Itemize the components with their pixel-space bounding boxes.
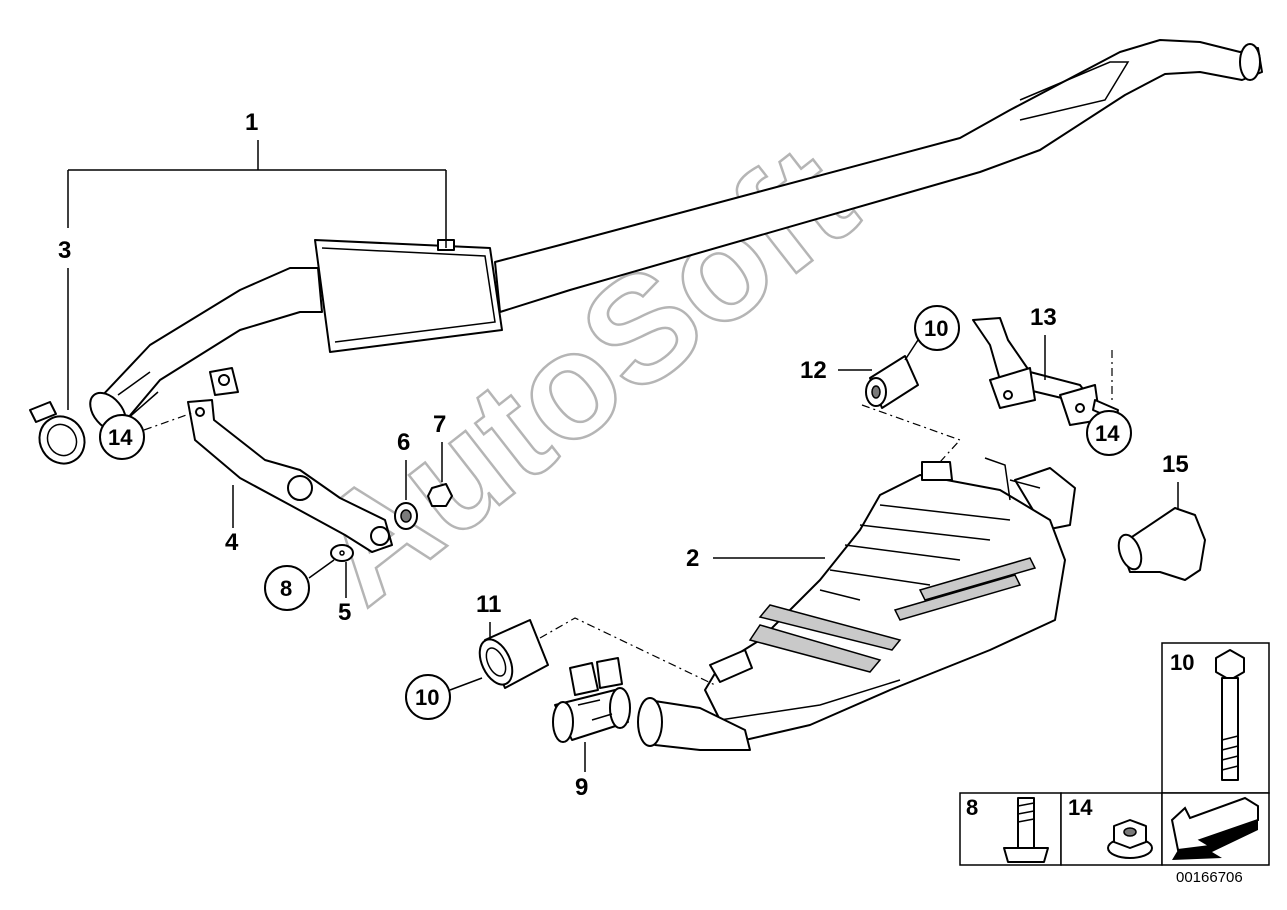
- callout-10-upper: 10: [904, 305, 960, 361]
- callout-label-6: 6: [397, 429, 410, 456]
- tail-trim-15: 15: [1117, 451, 1206, 581]
- callout-14-right: 14: [1086, 410, 1132, 456]
- callout-label-4: 4: [225, 529, 239, 556]
- callout-label-1: 1: [245, 109, 258, 136]
- callout-label-9: 9: [575, 774, 588, 801]
- nut-7: 7: [427, 411, 453, 507]
- callout-label-15: 15: [1162, 451, 1189, 478]
- legend-label-14: 14: [1068, 795, 1093, 820]
- callout-label-10a: 10: [415, 685, 439, 710]
- callout-10-lower: 10: [405, 674, 483, 720]
- callout-1: 1: [67, 109, 447, 248]
- legend-label-10: 10: [1170, 650, 1194, 675]
- front-pipe-with-center-silencer: [89, 39, 1263, 433]
- callout-label-13: 13: [1030, 304, 1057, 331]
- legend-box-arrow: [1161, 792, 1270, 866]
- callout-8: 8: [264, 559, 335, 611]
- callout-label-3: 3: [58, 237, 71, 264]
- legend-box-bolt-short: 8: [959, 792, 1062, 866]
- callout-14-left: 14: [99, 411, 196, 460]
- rear-silencer-2: 2: [637, 404, 1076, 751]
- callout-label-14b: 14: [1095, 421, 1120, 446]
- legend-box-bolt-long: 10: [1161, 642, 1270, 794]
- legend-label-8: 8: [966, 795, 978, 820]
- washer-5: 5: [330, 544, 354, 626]
- callout-label-8: 8: [280, 576, 292, 601]
- callout-label-14a: 14: [108, 425, 133, 450]
- rubber-mounting-12: 12: [800, 355, 919, 409]
- callout-label-12: 12: [800, 357, 827, 384]
- sleeve-11: 11: [476, 591, 716, 689]
- callout-label-5: 5: [338, 599, 351, 626]
- callout-label-7: 7: [433, 411, 446, 438]
- double-clamp-9: 9: [552, 657, 631, 801]
- bracket-4: 4: [187, 399, 393, 556]
- rubber-bush-6: 6: [394, 429, 418, 530]
- document-number: 00166706: [1176, 869, 1243, 886]
- callout-label-10b: 10: [924, 316, 948, 341]
- callout-label-2: 2: [686, 545, 699, 572]
- callout-label-11: 11: [476, 591, 501, 618]
- clamp-3: 3: [29, 237, 86, 465]
- hanger-13: 13: [972, 304, 1119, 426]
- legend-box-nut: 14: [1060, 792, 1163, 866]
